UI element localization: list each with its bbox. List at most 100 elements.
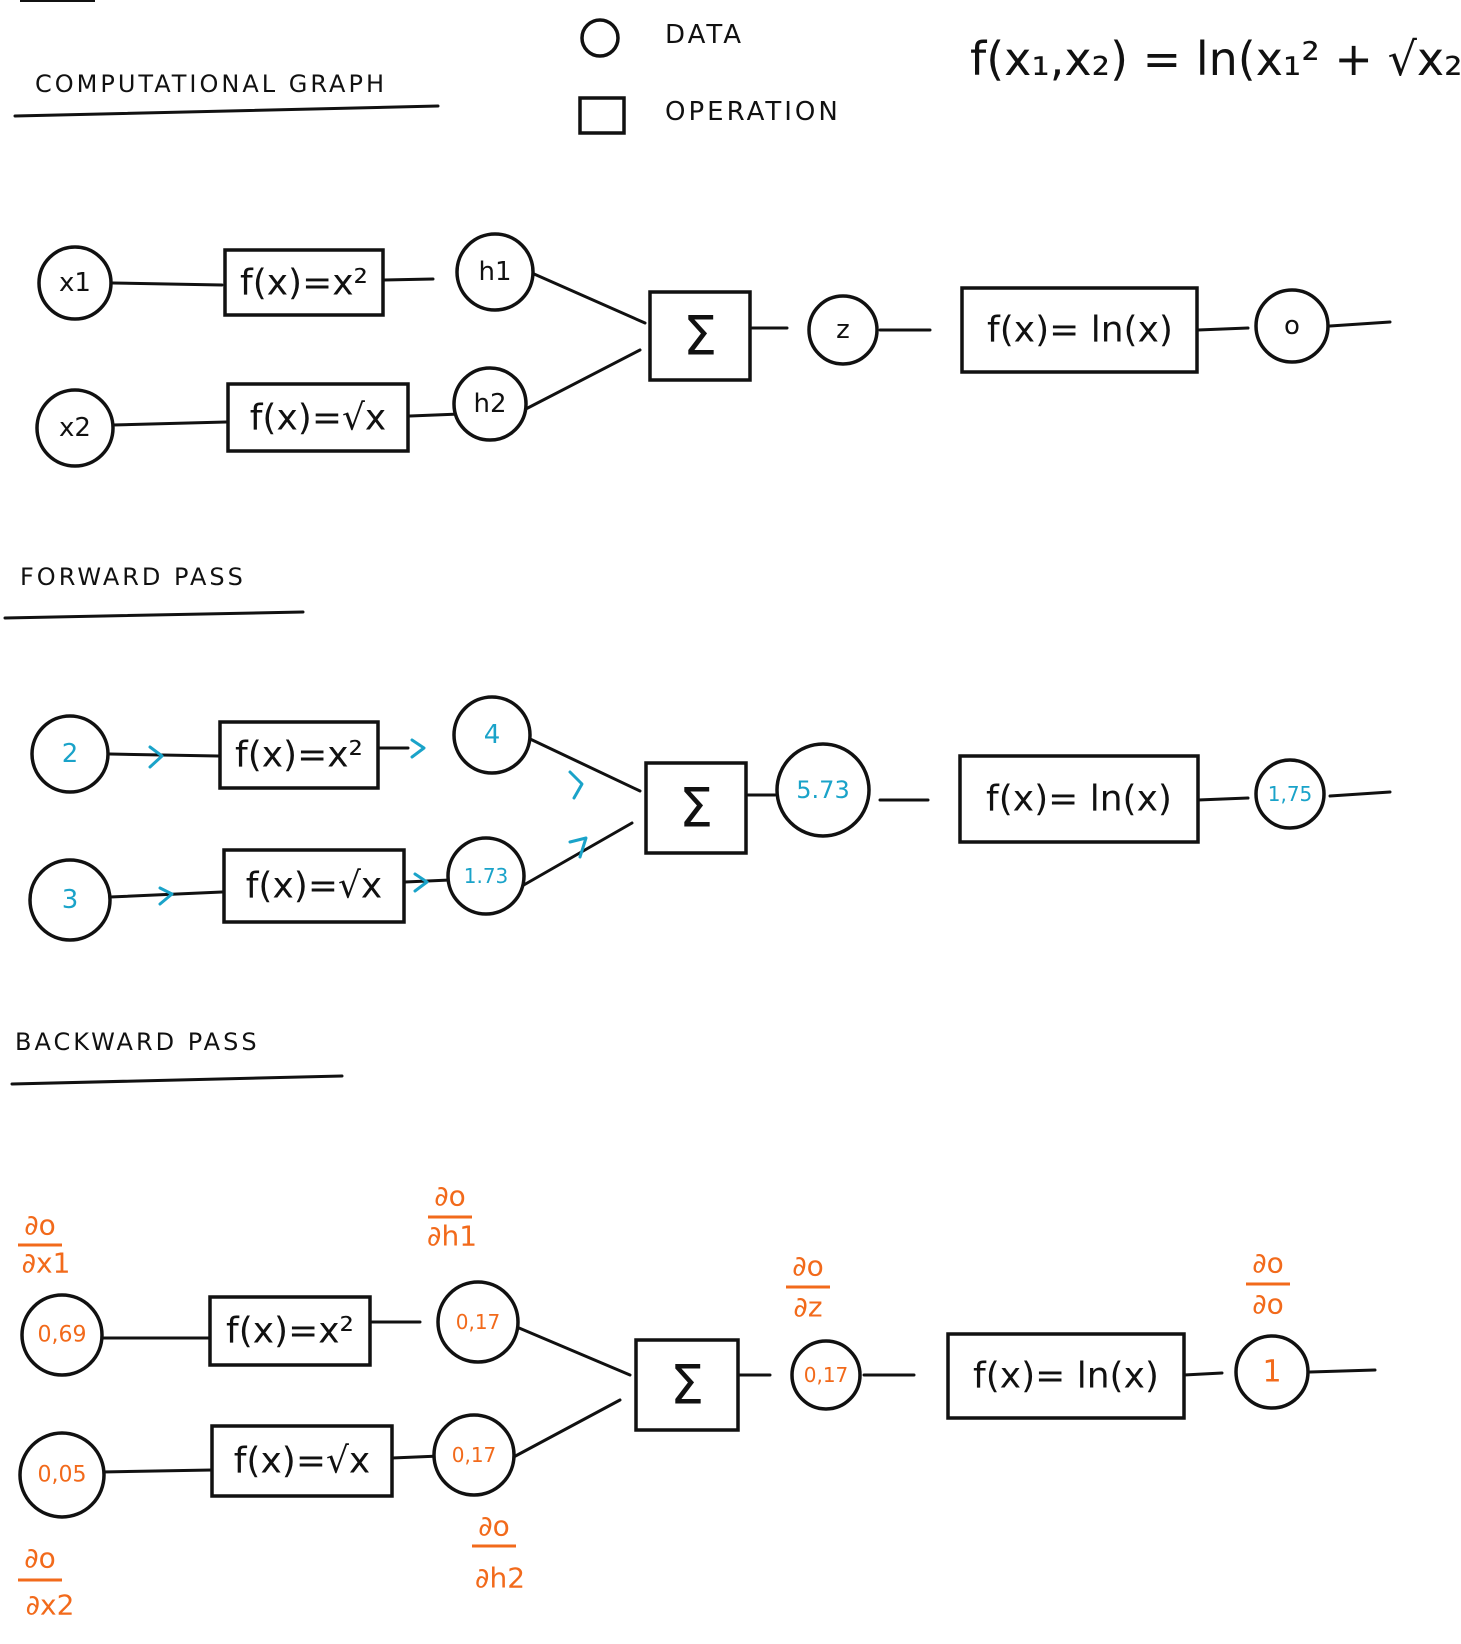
node-h1-gradient: 0,17	[456, 1310, 501, 1334]
grad-x2-denominator: ∂x2	[26, 1589, 75, 1622]
grad-h2-denominator: ∂h2	[475, 1562, 525, 1595]
edge-o-out	[1308, 1368, 1377, 1374]
op-square-label: f(x)=x²	[226, 1311, 354, 1352]
node-z	[790, 1339, 862, 1411]
legend-data-label: DATA	[665, 20, 744, 50]
node-x1	[20, 1293, 104, 1377]
node-x2	[28, 858, 112, 942]
node-x1	[37, 245, 113, 321]
edge-sqrt-h2	[408, 412, 462, 418]
node-h1-label: h1	[478, 257, 511, 287]
op-sum	[648, 290, 752, 382]
node-h1	[436, 1280, 520, 1364]
grad-x2-numerator: ∂o	[24, 1542, 56, 1575]
edge-sqrt-h2	[390, 1454, 442, 1460]
op-sqrt-label: f(x)=√x	[246, 866, 382, 907]
node-h2	[452, 366, 528, 442]
edge-h2-sum	[506, 1398, 622, 1462]
node-o-gradient: 1	[1262, 1355, 1281, 1390]
grad-x1-denominator: ∂x1	[22, 1247, 71, 1280]
legend: DATA OPERATION	[578, 18, 841, 135]
edge-o-out	[1328, 320, 1392, 328]
node-x1	[30, 714, 110, 794]
node-x1-label: x1	[59, 268, 91, 298]
edge-h1-sum	[523, 268, 647, 325]
edge-x1-square	[108, 752, 220, 758]
node-x2-label: x2	[59, 413, 91, 443]
node-z	[807, 294, 879, 366]
op-sqrt	[222, 848, 406, 924]
edge-square-h1	[382, 277, 435, 282]
grad-z-denominator: ∂z	[793, 1291, 822, 1324]
node-z-value: 5.73	[796, 776, 849, 804]
op-ln	[958, 754, 1200, 844]
node-o	[1254, 288, 1330, 364]
section-title: COMPUTATIONAL GRAPH	[35, 70, 387, 98]
op-square	[208, 1295, 372, 1367]
node-x2-value: 3	[62, 885, 79, 915]
node-z-gradient: 0,17	[804, 1363, 849, 1387]
edge-ln-o	[1196, 326, 1250, 332]
op-square	[218, 720, 380, 790]
op-sqrt-label: f(x)=√x	[234, 1441, 370, 1482]
edge-h1-sum	[510, 1323, 632, 1377]
legend-operation-square	[578, 96, 626, 135]
edge-ln-o	[1196, 796, 1250, 802]
grad-z: ∂o ∂z	[786, 1250, 830, 1324]
grad-z-numerator: ∂o	[792, 1250, 824, 1283]
node-h1	[455, 232, 535, 312]
section-title: FORWARD PASS	[20, 563, 246, 591]
arrow-x1-forward	[148, 745, 164, 769]
grad-h1-denominator: ∂h1	[427, 1220, 477, 1253]
op-square-label: f(x)=x²	[240, 263, 368, 304]
node-o-label: o	[1284, 311, 1300, 341]
section-forward-pass: FORWARD PASS 2 3 f(x)=x² f(x)=√x 4 1.7	[3, 563, 1392, 942]
node-h2-label: h2	[473, 389, 506, 419]
op-ln	[960, 286, 1199, 374]
node-x2-gradient: 0,05	[38, 1463, 87, 1488]
edge-o-out	[1328, 790, 1392, 798]
title-underline	[13, 104, 440, 118]
node-o-value: 1,75	[1268, 782, 1313, 806]
arrow-h2-sum-forward	[568, 836, 588, 859]
node-z-label: z	[836, 315, 850, 345]
arrow-h1-forward	[410, 738, 426, 759]
node-h2	[432, 1413, 516, 1497]
op-sum	[634, 1338, 740, 1432]
main-formula: f(x₁,x₂) = ln(x₁² + √x₂)	[970, 32, 1461, 86]
legend-operation-label: OPERATION	[665, 97, 841, 127]
grad-o-numerator: ∂o	[1252, 1247, 1284, 1280]
grad-h1-numerator: ∂o	[434, 1180, 466, 1213]
title-underline	[10, 1074, 344, 1086]
edge-x2-sqrt	[100, 1468, 214, 1474]
arrow-h1-sum-forward	[568, 770, 584, 800]
edge-h2-sum	[518, 348, 642, 414]
grad-x1: ∂o ∂x1	[18, 1209, 70, 1280]
section-title: BACKWARD PASS	[15, 1028, 260, 1056]
grad-x1-numerator: ∂o	[24, 1209, 56, 1242]
op-sqrt-label: f(x)=√x	[250, 398, 386, 439]
op-sum-label: Σ	[679, 777, 713, 840]
op-ln-label: f(x)= ln(x)	[986, 779, 1172, 820]
op-square	[223, 248, 385, 317]
grad-h2: ∂o ∂h2	[472, 1510, 525, 1595]
grad-h1: ∂o ∂h1	[427, 1180, 477, 1253]
node-h2	[446, 836, 526, 916]
arrow-h2-forward	[413, 872, 429, 893]
grad-o: ∂o ∂o	[1246, 1247, 1290, 1321]
op-sqrt	[226, 382, 410, 453]
op-sum-label: Σ	[670, 1354, 704, 1417]
edge-x2-sqrt	[108, 890, 224, 899]
grad-x2: ∂o ∂x2	[18, 1542, 74, 1622]
grad-h2-numerator: ∂o	[478, 1510, 510, 1543]
op-ln-label: f(x)= ln(x)	[973, 1356, 1159, 1397]
node-x1-gradient: 0,69	[38, 1323, 87, 1348]
op-sqrt	[210, 1424, 394, 1498]
legend-data-circle	[580, 18, 620, 58]
op-sum	[644, 761, 748, 855]
node-x2	[18, 1431, 106, 1519]
node-h2-value: 1.73	[464, 864, 509, 888]
edge-ln-o	[1182, 1371, 1224, 1377]
node-o	[1254, 758, 1326, 830]
